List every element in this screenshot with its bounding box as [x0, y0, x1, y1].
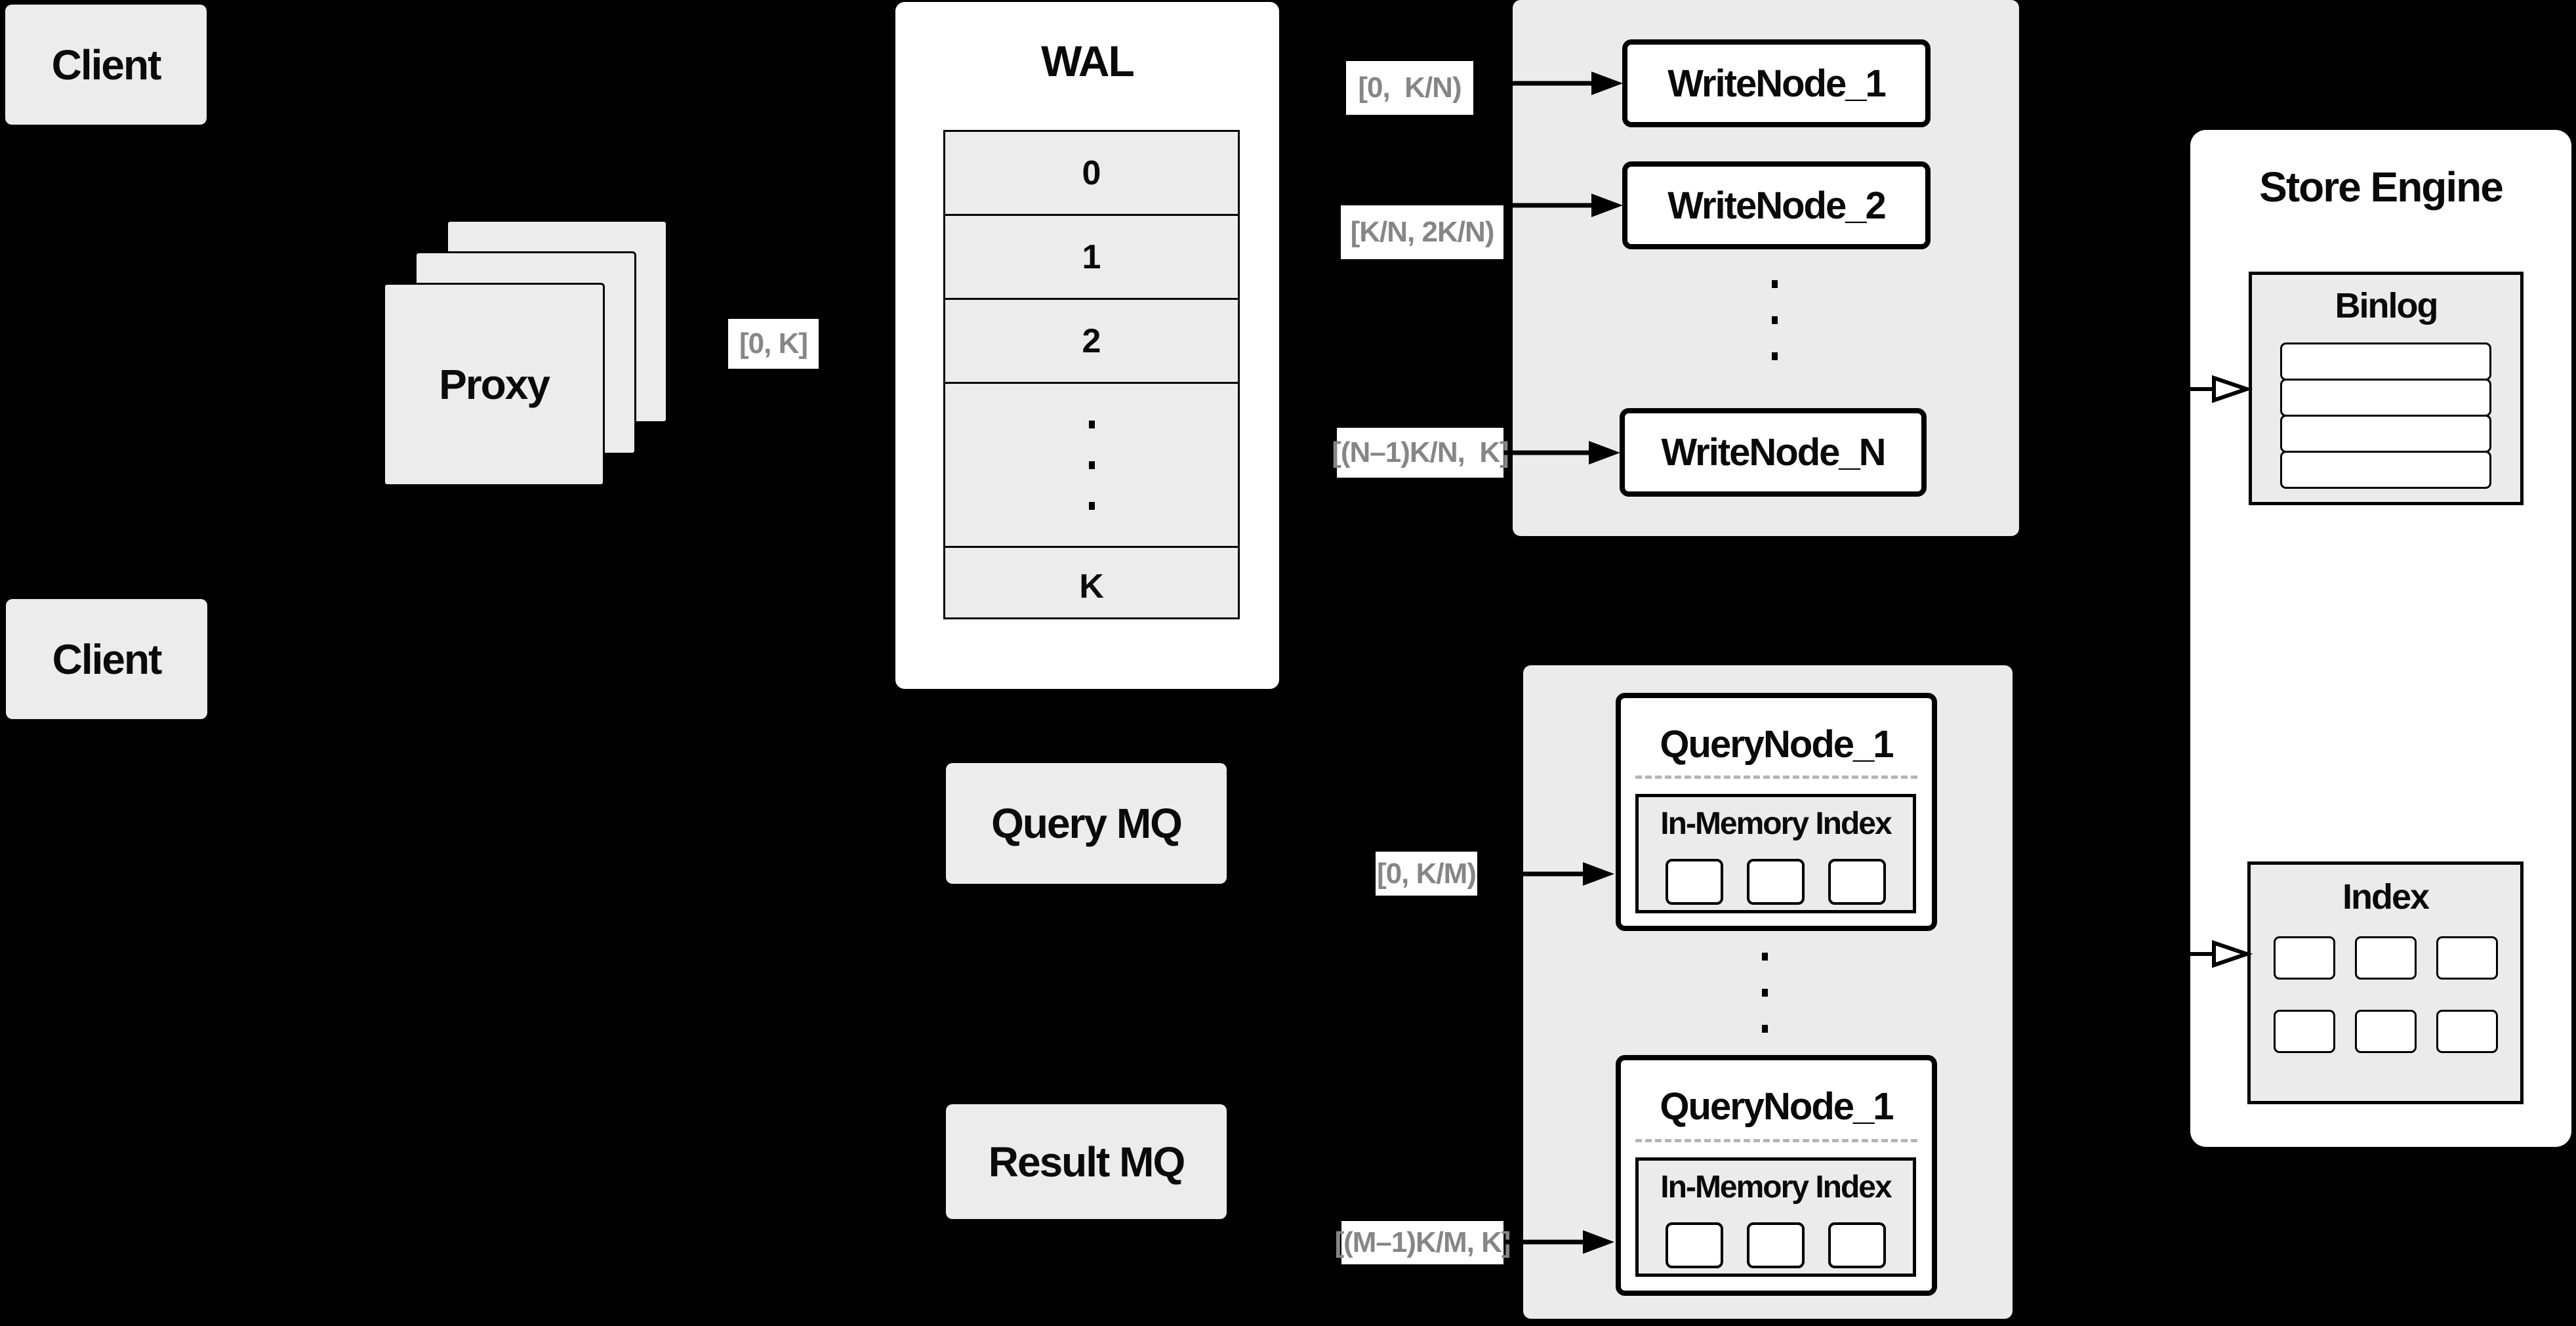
write-node-1: WriteNode_1 [1622, 39, 1931, 127]
range-label-write-1: [0, K/N) [1346, 61, 1473, 115]
write-node-1-label: WriteNode_1 [1667, 62, 1886, 105]
index-cell-icon [2273, 1010, 2335, 1053]
arrow-to-query-node-top [1478, 862, 1614, 886]
wal-row-k: K [1079, 568, 1104, 606]
query-node-bottom-divider [1635, 1139, 1917, 1142]
memory-segment-icon [1828, 859, 1886, 905]
range-label-proxy-out: [0, K] [728, 319, 819, 369]
index-title: Index [2342, 877, 2430, 917]
wal-row-1: 1 [945, 216, 1238, 300]
memory-segments-top [1639, 859, 1913, 905]
query-dots-ellipsis-icon [1762, 953, 1768, 961]
wal-title: WAL [1041, 37, 1135, 85]
wal-row-2: 2 [945, 300, 1238, 384]
wal-panel: WAL 0 1 2 K [895, 2, 1279, 689]
index-cells-row-2 [2251, 1010, 2520, 1053]
arrow-to-index [2152, 940, 2253, 968]
in-memory-index-box-top: In-Memory Index [1635, 794, 1916, 913]
query-node-bottom: QueryNode_1 In-Memory Index [1616, 1055, 1937, 1296]
memory-segment-icon [1666, 859, 1723, 905]
index-cell-icon [2354, 1010, 2417, 1053]
arrow-to-binlog [2152, 375, 2253, 404]
binlog-title: Binlog [2335, 286, 2439, 325]
proxy-label: Proxy [439, 361, 550, 408]
binlog-row [2280, 379, 2491, 417]
result-mq-label: Result MQ [988, 1138, 1185, 1186]
binlog-row [2280, 451, 2491, 489]
query-node-top-divider [1635, 776, 1917, 779]
index-cells-row-1 [2251, 936, 2520, 980]
query-dots-ellipsis-icon [1762, 989, 1768, 997]
memory-segment-icon [1828, 1222, 1886, 1268]
proxy-card-front: Proxy [383, 283, 605, 486]
query-mq-label: Query MQ [991, 800, 1183, 847]
memory-segments-bottom [1639, 1222, 1913, 1268]
query-node-top: QueryNode_1 In-Memory Index [1616, 693, 1937, 931]
binlog-row [2280, 415, 2491, 453]
in-memory-index-bottom-title: In-Memory Index [1660, 1169, 1892, 1205]
client-box-bottom: Client [6, 599, 207, 719]
write-dots-ellipsis-icon [1772, 280, 1778, 288]
wal-dots-ellipsis-icon [945, 384, 1238, 548]
memory-segment-icon [1666, 1222, 1723, 1268]
write-node-n: WriteNode_N [1620, 408, 1927, 497]
binlog-rows [2280, 342, 2491, 489]
memory-segment-icon [1747, 859, 1805, 905]
query-mq-box: Query MQ [946, 763, 1227, 884]
client-top-label: Client [51, 41, 162, 89]
index-cell-icon [2273, 936, 2335, 980]
client-box-top: Client [5, 5, 207, 125]
write-node-2: WriteNode_2 [1622, 161, 1931, 249]
index-cell-icon [2436, 1010, 2498, 1053]
binlog-box: Binlog [2249, 272, 2524, 505]
write-dots-ellipsis-icon [1772, 352, 1778, 360]
arrow-to-query-node-bottom [1504, 1230, 1614, 1254]
range-label-write-n: [(N–1)K/N, K] [1332, 428, 1509, 478]
query-node-top-title: QueryNode_1 [1660, 722, 1894, 766]
query-dots-ellipsis-icon [1762, 1025, 1768, 1033]
range-label-query-1: [0, K/M) [1376, 852, 1477, 896]
arrow-to-write-node-n [1503, 441, 1620, 465]
index-box: Index [2247, 861, 2524, 1104]
binlog-row [2280, 342, 2491, 381]
wal-row-0: 0 [945, 132, 1238, 216]
arrow-to-write-node-1 [1473, 72, 1623, 95]
range-label-write-2: [K/N, 2K/N) [1341, 205, 1503, 259]
write-dots-ellipsis-icon [1772, 316, 1778, 324]
client-bottom-label: Client [52, 635, 163, 683]
in-memory-index-top-title: In-Memory Index [1660, 806, 1892, 841]
store-engine-panel: Store Engine Binlog Index [2190, 130, 2571, 1147]
wal-table: 0 1 2 K [943, 130, 1240, 619]
range-label-query-m: [(M–1)K/M, K] [1334, 1221, 1511, 1264]
in-memory-index-box-bottom: In-Memory Index [1635, 1157, 1916, 1277]
arrow-to-write-node-2 [1503, 194, 1623, 217]
index-cell-icon [2436, 936, 2498, 980]
store-engine-title: Store Engine [2259, 163, 2504, 211]
memory-segment-icon [1747, 1222, 1805, 1268]
write-node-n-label: WriteNode_N [1661, 431, 1886, 474]
query-node-bottom-title: QueryNode_1 [1660, 1085, 1894, 1128]
index-cell-icon [2354, 936, 2417, 980]
proxy-stack: Proxy [383, 220, 668, 486]
write-node-2-label: WriteNode_2 [1667, 184, 1886, 227]
result-mq-box: Result MQ [946, 1104, 1227, 1219]
